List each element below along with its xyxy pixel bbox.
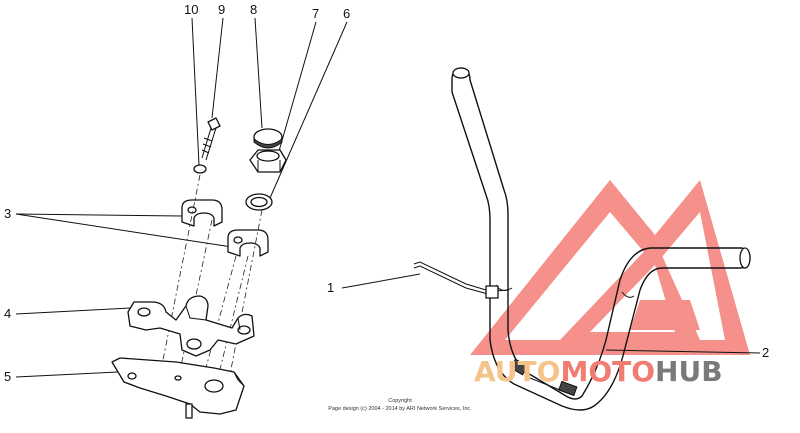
callout-number: 5 <box>4 369 11 384</box>
copyright-line: Page design (c) 2004 - 2014 by ARI Netwo… <box>328 406 472 412</box>
callout-number: 4 <box>4 306 11 321</box>
lock-washer <box>193 164 207 174</box>
callout-4: 4 <box>4 306 131 321</box>
callout-number: 3 <box>4 206 11 221</box>
callout-number: 1 <box>327 280 334 295</box>
callout-number: 2 <box>762 345 769 360</box>
callout-8: 8 <box>250 2 263 129</box>
callout-number: 8 <box>250 2 257 17</box>
mounting-plate <box>111 357 245 419</box>
watermark-wordmark: AUTOMOTOHUB <box>474 355 723 388</box>
upper-holder <box>181 199 223 227</box>
flat-washer <box>245 193 273 211</box>
handlebar <box>451 67 751 411</box>
lower-holder <box>127 295 255 357</box>
cap <box>253 128 283 149</box>
upper-holder <box>227 229 269 257</box>
callout-10: 10 <box>184 2 200 166</box>
callout-6: 6 <box>269 6 350 199</box>
callout-1: 1 <box>327 273 421 295</box>
callout-number: 7 <box>312 6 319 21</box>
copyright-line: Copyright <box>388 398 412 404</box>
copyright: Copyright Page design (c) 2004 - 2014 by… <box>328 398 472 412</box>
callout-5: 5 <box>4 369 119 384</box>
callout-number: 10 <box>184 2 198 17</box>
callout-number: 9 <box>218 2 225 17</box>
callout-2: 2 <box>605 345 769 360</box>
callout-3: 3 <box>4 206 233 248</box>
nut <box>249 149 287 173</box>
callout-number: 6 <box>343 6 350 21</box>
callout-9: 9 <box>211 2 225 119</box>
watermark-text: AUTOMOTOHUB <box>474 355 723 388</box>
bolt <box>201 117 221 161</box>
cable-tie <box>413 261 513 299</box>
